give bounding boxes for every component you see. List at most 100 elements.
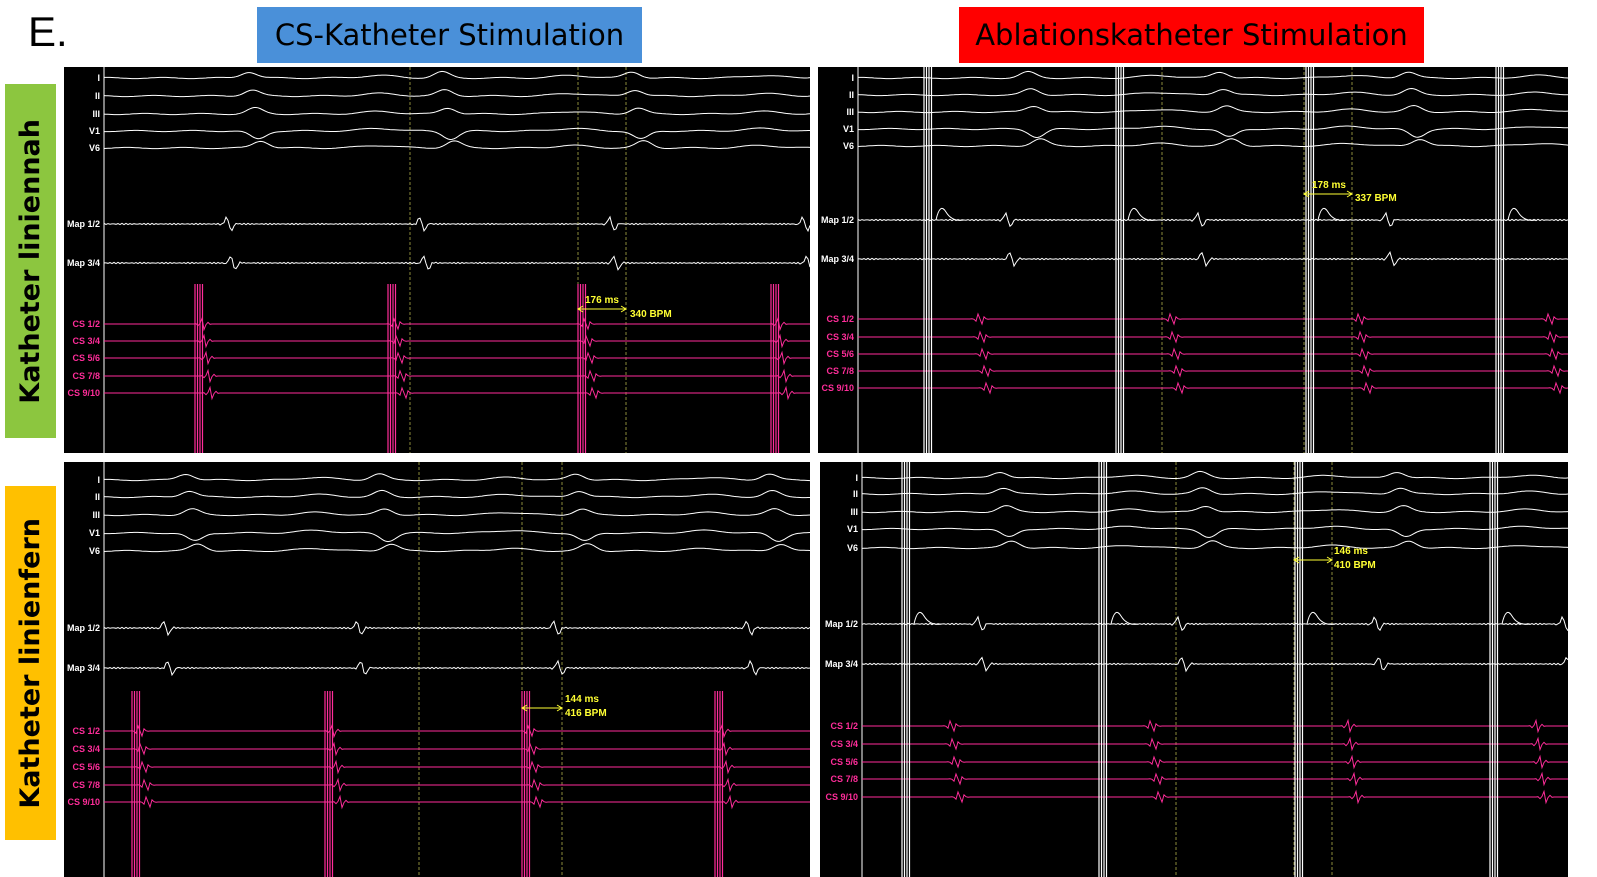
surface-lead-trace (103, 489, 810, 499)
lead-label-v1: V1 (846, 524, 858, 534)
interval-measurement: 178 ms (1312, 180, 1346, 191)
surface-lead-trace (861, 525, 1568, 538)
map-channel-trace (103, 255, 810, 271)
lead-label-v6: V6 (88, 143, 100, 153)
cs-label-7-8: CS 7/8 (72, 371, 100, 381)
cs-channel-trace (858, 347, 1568, 361)
ecg-traces (861, 462, 1568, 877)
cs-channel-trace (862, 718, 1568, 734)
surface-lead-trace (103, 127, 810, 141)
surface-lead-trace (861, 505, 1568, 514)
caliper-arrow-right (556, 704, 563, 712)
map-channel-trace (857, 251, 1568, 268)
cs-channel-trace (104, 759, 810, 775)
ecg-panel-ablation-liniennah: I II III V1 V6 Map 1/2 Map 3/4 CS 1/2 CS… (818, 67, 1568, 453)
map-channel-trace (861, 615, 1568, 632)
ecg-panel-cs-linienfern: I II III V1 V6 Map 1/2 Map 3/4 CS 1/2 CS… (64, 462, 810, 877)
lead-label-v1: V1 (842, 124, 854, 134)
surface-lead-trace (861, 540, 1568, 550)
cs-channel-trace (862, 771, 1568, 787)
lead-label-v6: V6 (842, 141, 854, 151)
map-channel-trace (103, 659, 810, 677)
rate-measurement: 337 BPM (1355, 193, 1397, 204)
row-header-linienfern-label: Katheter linienfern (15, 517, 46, 809)
lead-label-ii: II (848, 90, 854, 100)
lead-label-ii: II (852, 489, 858, 499)
ecg-panel-ablation-linienfern: I II III V1 V6 Map 1/2 Map 3/4 CS 1/2 CS… (820, 462, 1568, 877)
surface-lead-trace (857, 104, 1568, 114)
caliper-arrow-left (1293, 556, 1300, 564)
map-label-3-4: Map 3/4 (66, 663, 100, 673)
map-repolarization (1306, 611, 1336, 625)
map-label-3-4: Map 3/4 (820, 254, 854, 264)
column-header-cs-stimulation-label: CS-Katheter Stimulation (274, 18, 625, 52)
lead-label-i: I (97, 475, 100, 485)
cs-label-1-2: CS 1/2 (826, 314, 854, 324)
lead-label-iii: III (846, 107, 854, 117)
lead-label-iii: III (92, 510, 100, 520)
map-channel-trace (857, 211, 1568, 228)
cs-label-3-4: CS 3/4 (826, 332, 854, 342)
ecg-traces (103, 462, 810, 877)
surface-lead-trace (103, 543, 810, 553)
row-header-linienfern: Katheter linienfern (5, 486, 56, 840)
caliper-arrow-right (1346, 190, 1353, 198)
lead-label-i: I (97, 73, 100, 83)
lead-label-i: I (851, 73, 854, 83)
caliper-arrow-right (620, 305, 627, 313)
cs-label-9-10: CS 9/10 (825, 792, 858, 802)
map-channel-trace (103, 215, 810, 233)
cs-channel-trace (104, 368, 810, 384)
figure-label: E. (28, 8, 68, 55)
lead-label-ii: II (94, 91, 100, 101)
map-repolarization (935, 207, 965, 221)
surface-lead-trace (861, 487, 1568, 496)
map-label-1-2: Map 1/2 (824, 619, 858, 629)
map-label-3-4: Map 3/4 (824, 659, 858, 669)
surface-lead-trace (103, 529, 810, 543)
cs-label-7-8: CS 7/8 (72, 780, 100, 790)
lead-label-v1: V1 (88, 126, 100, 136)
cs-label-1-2: CS 1/2 (72, 319, 100, 329)
surface-lead-trace (103, 508, 810, 517)
surface-lead-trace (103, 89, 810, 98)
map-label-1-2: Map 1/2 (820, 215, 854, 225)
map-repolarization (1110, 611, 1140, 625)
cs-channel-trace (104, 741, 810, 757)
map-repolarization (1127, 207, 1157, 221)
column-header-cs-stimulation: CS-Katheter Stimulation (257, 7, 642, 63)
rate-measurement: 340 BPM (630, 309, 672, 320)
caliper-arrow-left (577, 305, 584, 313)
surface-lead-trace (103, 140, 810, 150)
cs-label-7-8: CS 7/8 (826, 366, 854, 376)
map-label-3-4: Map 3/4 (66, 258, 100, 268)
column-header-ablation-stimulation: Ablationskatheter Stimulation (959, 7, 1424, 63)
cs-label-5-6: CS 5/6 (72, 762, 100, 772)
cs-channel-trace (858, 312, 1568, 326)
cs-label-1-2: CS 1/2 (72, 726, 100, 736)
cs-channel-trace (858, 364, 1568, 378)
cs-channel-trace (858, 330, 1568, 344)
surface-lead-trace (857, 87, 1568, 97)
cs-channel-trace (104, 350, 810, 366)
cs-channel-trace (104, 385, 810, 401)
row-header-liniennah-label: Katheter liniennah (15, 118, 46, 404)
map-channel-trace (861, 656, 1568, 673)
surface-lead-trace (103, 70, 810, 80)
cs-channel-trace (104, 333, 810, 349)
ecg-traces (103, 67, 810, 453)
cs-label-9-10: CS 9/10 (821, 383, 854, 393)
lead-label-ii: II (94, 492, 100, 502)
cs-channel-trace (862, 789, 1568, 805)
interval-measurement: 144 ms (565, 694, 599, 705)
caliper-arrow-left (521, 704, 528, 712)
rate-measurement: 410 BPM (1334, 560, 1376, 571)
map-repolarization (1507, 207, 1537, 221)
lead-label-iii: III (850, 507, 858, 517)
cs-channel-trace (104, 777, 810, 793)
rate-measurement: 416 BPM (565, 708, 607, 719)
ecg-traces (857, 67, 1568, 453)
interval-measurement: 146 ms (1334, 546, 1368, 557)
map-repolarization (913, 611, 943, 625)
cs-label-9-10: CS 9/10 (67, 797, 100, 807)
